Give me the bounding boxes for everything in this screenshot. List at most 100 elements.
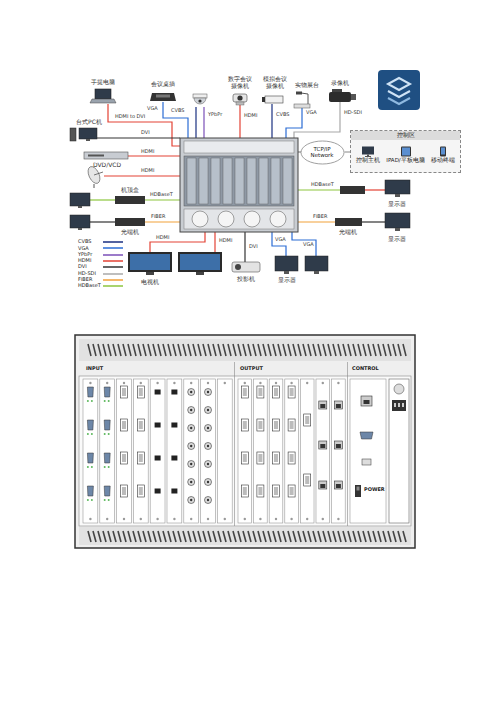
io-card	[133, 379, 148, 523]
signal-label: HDMI	[140, 168, 155, 174]
io-card	[285, 379, 299, 523]
legend-text: VGA	[78, 246, 102, 252]
vent-slot	[228, 344, 231, 356]
control-device: 移动终端	[430, 146, 456, 166]
vent-slot	[398, 344, 401, 356]
visualizer-icon	[294, 104, 310, 108]
vent-slot	[358, 531, 361, 542]
io-card	[273, 485, 280, 497]
vent-slot	[278, 531, 281, 542]
device-icon	[365, 156, 371, 157]
legend: CVBSVGAYPbPrHDMIDVIHD-SDIFIBERHDBaseT	[78, 239, 124, 289]
vent-slot	[88, 344, 406, 356]
device-label: 显示器	[278, 277, 296, 284]
tv-icon	[180, 254, 220, 270]
io-card	[89, 382, 91, 384]
io-card	[290, 421, 294, 429]
io-card	[257, 452, 264, 464]
tv-icon	[178, 252, 222, 272]
vent-slot	[253, 344, 256, 356]
vent-slot	[238, 344, 241, 356]
matrix-switcher	[270, 211, 286, 227]
desktop-pc-icon	[70, 128, 97, 141]
power-supply	[394, 403, 396, 407]
io-card	[123, 382, 125, 384]
io-card	[104, 387, 110, 397]
io-card	[207, 382, 209, 384]
vent-slot	[333, 344, 336, 356]
monitor-icon	[314, 271, 319, 274]
vent-slot	[383, 531, 386, 542]
io-card	[241, 452, 248, 464]
zone-heading: 控制区	[351, 131, 460, 140]
io-card	[217, 379, 232, 523]
vent-slot	[233, 531, 236, 542]
signal-label: HDBaseT	[310, 182, 335, 188]
vent-slot	[98, 344, 101, 356]
vent-slot	[123, 344, 126, 356]
vent-slot	[193, 531, 196, 542]
rear-panel	[79, 376, 411, 526]
satellite-dish-icon	[94, 172, 103, 175]
signal-wire	[244, 232, 245, 262]
vent-slot	[138, 344, 141, 356]
tv-icon	[128, 252, 172, 272]
vent-slot	[278, 344, 281, 356]
power-supply	[402, 403, 404, 407]
legend-row: HD-SDI	[78, 270, 124, 276]
io-card	[171, 390, 177, 395]
io-card	[207, 409, 209, 411]
dome-camera-icon	[193, 94, 207, 98]
io-card	[173, 382, 175, 384]
panel-label: INPUT	[86, 366, 103, 372]
vent-slot	[133, 531, 136, 542]
vent-slot	[118, 344, 121, 356]
signal-wire	[271, 104, 272, 138]
signal-wire	[365, 189, 385, 190]
vent-slot	[113, 344, 116, 356]
vent-slot	[153, 531, 156, 542]
rear-panel	[234, 362, 235, 526]
signal-wire	[90, 102, 385, 262]
io-card	[319, 441, 327, 449]
io-card	[139, 487, 143, 495]
vent-slot	[283, 531, 286, 542]
io-card	[87, 400, 89, 402]
vent-slot	[123, 531, 126, 542]
signal-wire	[214, 232, 215, 252]
vent-slot	[348, 344, 351, 356]
vent-slot	[273, 344, 276, 356]
logo-mark	[388, 91, 410, 97]
vent-slot	[393, 344, 396, 356]
io-card	[258, 487, 262, 495]
device-icon	[441, 147, 445, 154]
vent-slot	[328, 344, 331, 356]
legend-line	[103, 260, 123, 262]
io-card	[273, 419, 280, 431]
vent-slot	[163, 344, 166, 356]
monitor-icon	[385, 213, 410, 228]
control-card	[355, 485, 361, 497]
io-card	[201, 379, 216, 523]
matrix-switcher	[218, 211, 234, 227]
vent-slot	[143, 531, 146, 542]
io-card	[336, 404, 341, 408]
vent-slot	[388, 344, 391, 356]
control-card	[361, 396, 372, 406]
signal-label: DVI	[248, 244, 259, 250]
device-icon	[440, 146, 446, 156]
io-card	[188, 497, 195, 504]
vent-slot	[188, 344, 191, 356]
vent-slot	[273, 531, 276, 542]
io-card	[273, 386, 280, 398]
io-card	[121, 419, 128, 431]
io-card	[87, 387, 93, 397]
vent-slot	[228, 531, 231, 542]
vent-slot	[88, 531, 406, 542]
vent-slot	[233, 344, 236, 356]
io-card	[173, 518, 175, 520]
vent-slot	[258, 344, 261, 356]
io-card	[205, 443, 212, 450]
signal-wire	[362, 221, 385, 222]
